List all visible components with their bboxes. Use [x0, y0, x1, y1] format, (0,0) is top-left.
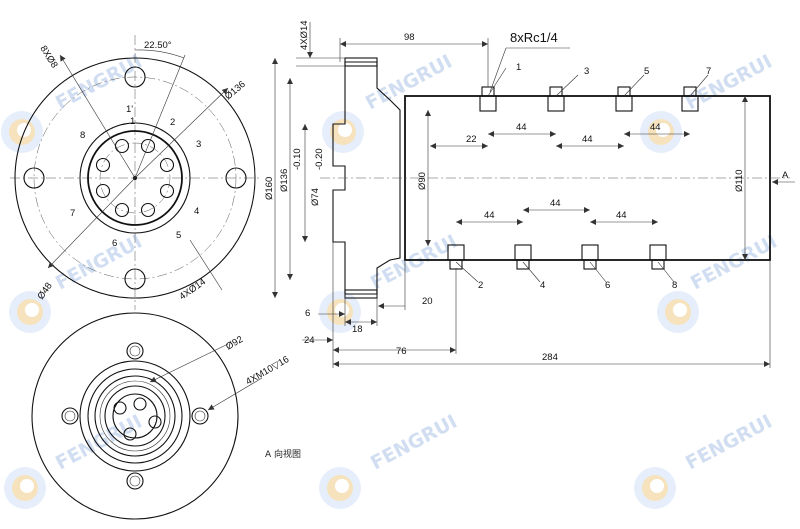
- watermark-logo-icon: [322, 111, 364, 153]
- bottom-ports: [447, 244, 667, 270]
- watermark-logo-icon: [1, 111, 43, 153]
- connector-pin: [148, 415, 162, 429]
- outlet-label-8: 8: [80, 130, 85, 141]
- watermark-logo-icon: [319, 467, 361, 509]
- dim-44-top-3: 44: [650, 122, 661, 133]
- direction-a-label: A: [782, 170, 789, 181]
- tapped-hole: [126, 342, 144, 360]
- dim-44-bot-3: 44: [616, 210, 627, 221]
- dim-98: 98: [404, 32, 415, 43]
- front-view: 22.50° 8XØ8 Ø136 Ø48 4XØ14 1' 1 2 3 4 5 …: [10, 35, 262, 310]
- flange-hole: [124, 268, 146, 290]
- outlet-label-5: 5: [176, 230, 181, 241]
- dim-22: 22: [466, 134, 477, 145]
- outlet-label-3: 3: [196, 139, 201, 150]
- connector-pin: [133, 397, 147, 411]
- watermark-text: FENGRUI: [682, 411, 776, 475]
- watermark-logo-icon: [657, 291, 699, 333]
- outlet-label-1: 1: [130, 116, 135, 127]
- a-view-caption: A 向视图: [265, 448, 301, 460]
- holes-8-label: 8XØ8: [37, 44, 59, 70]
- tapped-hole: [126, 472, 144, 490]
- watermark-logo-icon: [634, 467, 676, 509]
- dim-44-bot-1: 44: [484, 210, 495, 221]
- dia-74-label: Ø74: [310, 188, 321, 206]
- flange-hole: [124, 66, 146, 88]
- port-label-6: 6: [605, 280, 610, 291]
- port-spec-label: 8xRc1/4: [510, 30, 558, 45]
- watermark-text: FENGRUI: [367, 231, 461, 295]
- dia-136-side-label: Ø136: [279, 169, 290, 192]
- dim-6: 6: [305, 308, 310, 319]
- dia-160-label: Ø160: [264, 177, 275, 200]
- connector-pin: [123, 427, 137, 441]
- top-ports: [479, 86, 699, 112]
- holes-4-label: 4XØ14: [177, 276, 208, 302]
- connector-pin: [113, 401, 127, 415]
- port-label-5: 5: [644, 66, 649, 77]
- side-section-view: 8xRc1/4 1 3 5 7 2 4 6 8 98 22 44 44 44 4…: [264, 20, 795, 368]
- watermark-text: FENGRUI: [367, 411, 461, 475]
- dim-76: 76: [396, 346, 407, 357]
- outlet-label-4: 4: [194, 206, 199, 217]
- dim-24: 24: [304, 335, 315, 346]
- tol-upper-label: -0.10: [292, 148, 303, 170]
- watermark-logo-icon: [4, 467, 46, 509]
- watermark-text: FENGRUI: [687, 231, 781, 295]
- outlet-label-7: 7: [70, 208, 75, 219]
- tapped-holes-label: 4XM10▽16: [244, 354, 291, 388]
- watermark-logo-icon: [9, 291, 51, 333]
- outlet-label-6: 6: [112, 238, 117, 249]
- tapped-hole: [191, 407, 209, 425]
- dim-44-top-2: 44: [582, 134, 593, 145]
- dim-18: 18: [352, 324, 363, 335]
- dim-44-top-1: 44: [516, 122, 527, 133]
- watermark-text: FENGRUI: [362, 51, 456, 115]
- dia-48-label: Ø48: [35, 281, 54, 302]
- outlet-label-1p: 1': [126, 104, 133, 115]
- port-label-3: 3: [584, 66, 589, 77]
- port-label-8: 8: [672, 280, 677, 291]
- watermark-text: FENGRUI: [52, 231, 146, 295]
- watermark-logo-icon: [640, 111, 682, 153]
- watermark-text: FENGRUI: [52, 411, 146, 475]
- flange-holes-label: 4XØ14: [299, 20, 310, 50]
- port-label-7: 7: [706, 66, 711, 77]
- tol-lower-label: -0.20: [314, 148, 325, 170]
- port-label-2: 2: [478, 280, 483, 291]
- dia-110-label: Ø110: [734, 169, 745, 192]
- dim-20: 20: [422, 296, 433, 307]
- dim-284: 284: [542, 352, 558, 363]
- outlet-holes: [95, 138, 175, 218]
- flange-hole: [23, 167, 45, 189]
- watermark-text: FENGRUI: [682, 51, 776, 115]
- dia-136-label: Ø136: [223, 79, 248, 102]
- dia-92-label: Ø92: [224, 334, 245, 353]
- angle-label: 22.50°: [144, 40, 172, 51]
- port-label-4: 4: [540, 280, 545, 291]
- a-direction-view: Ø92 4XM10▽16 A 向视图: [31, 312, 301, 520]
- outlet-label-2: 2: [170, 117, 175, 128]
- flange-hole: [225, 167, 247, 189]
- dim-44-bot-2: 44: [550, 198, 561, 209]
- tapped-hole: [61, 407, 79, 425]
- port-label-1: 1: [516, 62, 521, 73]
- dia-90-label: Ø90: [417, 172, 428, 190]
